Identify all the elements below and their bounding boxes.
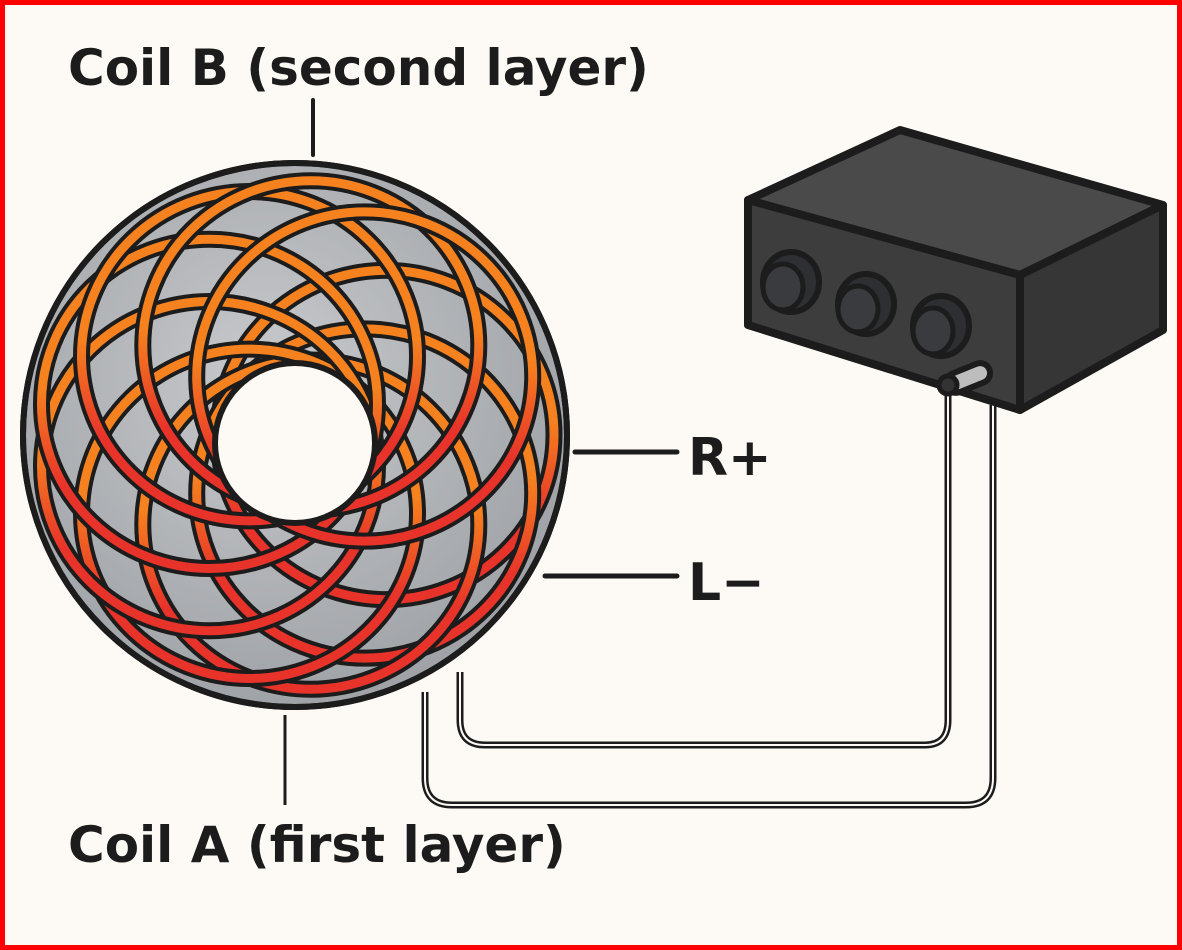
toroid-rim — [20, 160, 570, 710]
knob-2[interactable] — [835, 271, 897, 337]
winding-wire — [36, 234, 382, 574]
l-minus-label: L− — [688, 553, 765, 613]
coil-b-label: Coil B (second layer) — [68, 39, 649, 97]
winding-wire — [192, 207, 538, 546]
knob-1[interactable] — [760, 249, 822, 315]
control-box — [744, 126, 1167, 414]
coil-a-label: Coil A (first layer) — [68, 816, 566, 874]
wire-inner-fill — [459, 395, 949, 746]
output-jack[interactable] — [936, 360, 994, 397]
r-plus-label: R+ — [688, 428, 772, 488]
toroid-hole — [212, 360, 378, 526]
wire-outer-fill — [424, 405, 994, 806]
knob-3[interactable] — [910, 293, 972, 359]
toroid-windings — [32, 172, 563, 698]
toroid — [20, 160, 570, 710]
